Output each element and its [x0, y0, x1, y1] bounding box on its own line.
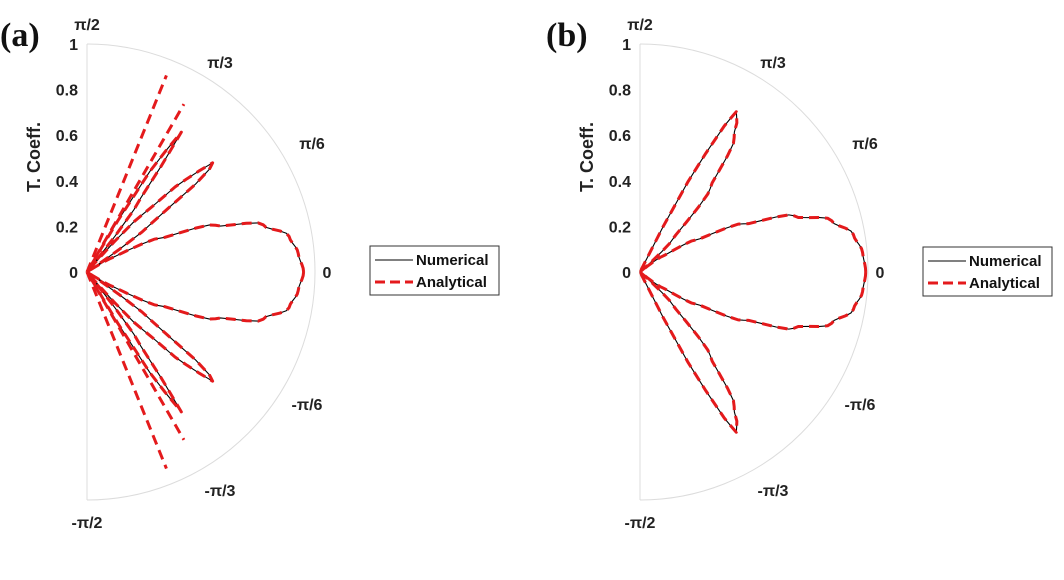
- series-lobe: [86, 221, 306, 274]
- theta-tick-label: 0: [876, 265, 885, 282]
- series-numerical: [639, 111, 867, 433]
- polar-panel-b: (b) 0 0.2 0.4 0.6 0.8 1 T. Coeff. π/2 π/3 π/6 0 -π/6…: [546, 17, 1053, 532]
- polar-panel-a: (a) 0 0.2 0.4 0.6 0.8 1 T. Coeff. π/2 π/3 π/6 0 -π/6…: [0, 17, 500, 532]
- r-tick-label: 0.2: [609, 219, 631, 236]
- series-lobe: [639, 271, 738, 433]
- theta-tick-label: -π/6: [845, 397, 876, 414]
- legend-box: [369, 245, 500, 296]
- legend-entry: Analytical: [969, 275, 1040, 292]
- series-analytical: [85, 74, 306, 470]
- series-lobe: [638, 110, 739, 274]
- series-ray: [85, 271, 186, 441]
- theta-tick-label: -π/3: [205, 483, 236, 500]
- theta-tick-label: -π/6: [292, 397, 323, 414]
- r-tick-label: 0.4: [56, 174, 78, 191]
- r-tick-label: 0.6: [609, 128, 631, 145]
- series-lobe: [639, 213, 868, 274]
- r-tick-label: 1: [622, 37, 631, 54]
- theta-tick-label: π/2: [74, 17, 100, 34]
- series-lobe: [638, 270, 739, 434]
- y-axis-label: T. Coeff.: [577, 122, 597, 192]
- theta-tick-label: -π/3: [758, 483, 789, 500]
- r-tick-label: 0.8: [609, 83, 631, 100]
- r-tick-label: 0: [622, 265, 631, 282]
- series-lobe: [85, 271, 183, 414]
- legend-entry: Numerical: [969, 253, 1042, 270]
- series-lobe: [639, 270, 868, 331]
- series-lobe: [86, 162, 214, 273]
- series-lobe: [86, 271, 214, 382]
- r-tick-label: 0.6: [56, 128, 78, 145]
- theta-tick-label: π/6: [852, 136, 878, 153]
- panel-label: (b): [546, 17, 588, 54]
- r-tick-label: 0.2: [56, 219, 78, 236]
- y-axis-label: T. Coeff.: [24, 122, 44, 192]
- r-tick-label: 0: [69, 265, 78, 282]
- theta-tick-label: π/6: [299, 136, 325, 153]
- series-ray: [85, 271, 168, 470]
- legend-entry: Numerical: [416, 252, 489, 269]
- series-lobe: [85, 270, 215, 383]
- theta-tick-label: π/2: [627, 17, 653, 34]
- theta-tick-label: -π/2: [72, 515, 103, 532]
- series-lobe: [85, 161, 215, 274]
- legend-box: [922, 246, 1053, 297]
- r-tick-label: 0.8: [56, 83, 78, 100]
- series-ray: [85, 74, 168, 273]
- polar-outer-arc: [86, 43, 316, 501]
- theta-tick-label: 0: [323, 265, 332, 282]
- series-numerical: [86, 131, 305, 413]
- theta-tick-label: -π/2: [625, 515, 656, 532]
- polar-outer-arc: [639, 43, 869, 501]
- r-tick-label: 0.4: [609, 174, 631, 191]
- series-lobe: [86, 270, 306, 323]
- theta-tick-label: π/3: [207, 55, 233, 72]
- series-lobe: [85, 130, 183, 273]
- series-ray: [85, 103, 186, 273]
- series-lobe: [639, 111, 738, 273]
- panel-label: (a): [0, 17, 40, 54]
- r-tick-label: 1: [69, 37, 78, 54]
- theta-tick-label: π/3: [760, 55, 786, 72]
- series-analytical: [638, 110, 868, 434]
- legend-entry: Analytical: [416, 274, 487, 291]
